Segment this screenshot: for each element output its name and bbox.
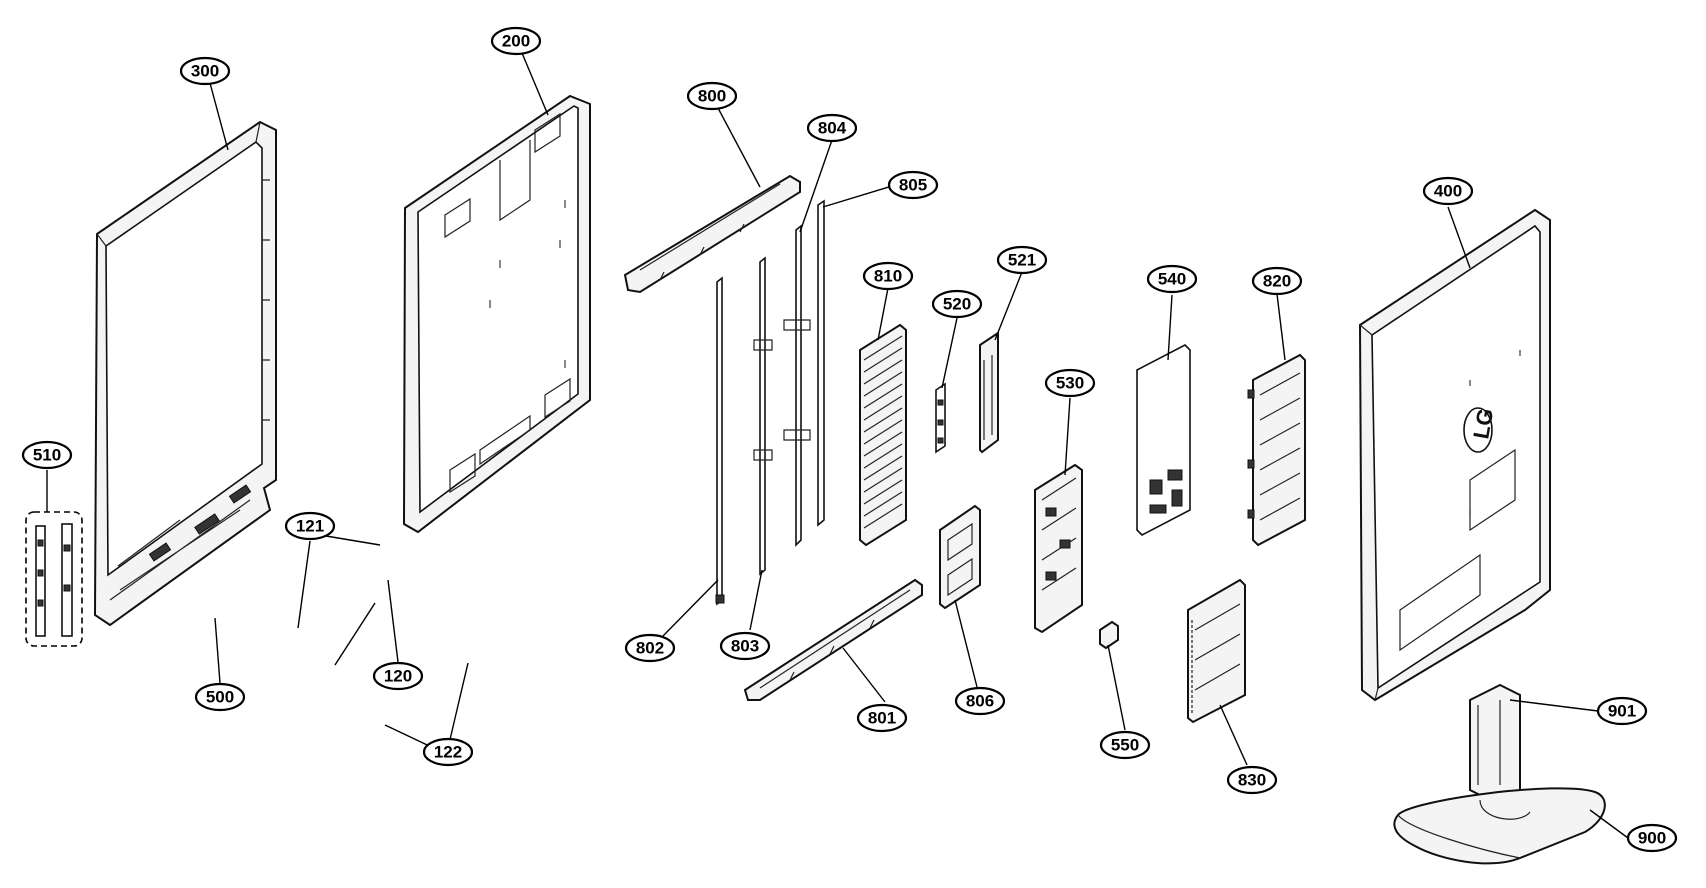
- svg-text:120: 120: [384, 667, 412, 686]
- callout-122: 122: [422, 737, 474, 767]
- part-900-stand-base: [1393, 787, 1606, 865]
- svg-text:530: 530: [1056, 374, 1084, 393]
- part-803-strip: [753, 256, 773, 576]
- callout-510: 510: [21, 440, 73, 470]
- svg-text:802: 802: [636, 639, 664, 658]
- callout-800: 800: [686, 81, 738, 111]
- callout-500: 500: [194, 682, 246, 712]
- svg-text:540: 540: [1158, 270, 1186, 289]
- svg-text:550: 550: [1111, 736, 1139, 755]
- svg-text:800: 800: [698, 87, 726, 106]
- svg-text:200: 200: [502, 32, 530, 51]
- callout-521: 521: [996, 245, 1048, 275]
- part-801-bottom-bracket: [743, 578, 923, 701]
- svg-text:122: 122: [434, 743, 462, 762]
- callout-810: 810: [862, 261, 914, 291]
- callout-820: 820: [1251, 266, 1303, 296]
- svg-text:820: 820: [1263, 272, 1291, 291]
- callout-530: 530: [1044, 368, 1096, 398]
- callout-200: 200: [490, 26, 542, 56]
- leader-lines: [46, 52, 1629, 839]
- part-530-main-board: [1034, 463, 1083, 634]
- svg-text:803: 803: [731, 637, 759, 656]
- svg-text:520: 520: [943, 295, 971, 314]
- part-820-shield: [1247, 353, 1306, 547]
- callout-901: 901: [1596, 696, 1648, 726]
- part-510-side-keys: [25, 511, 83, 647]
- part-830-cover: [1187, 578, 1246, 724]
- part-400-rear-cover: LG: [1358, 208, 1551, 702]
- part-300-front-bezel: [93, 120, 277, 627]
- callout-520: 520: [931, 289, 983, 319]
- part-802-strip: [715, 276, 725, 606]
- svg-text:300: 300: [191, 62, 219, 81]
- svg-text:500: 500: [206, 688, 234, 707]
- callout-803: 803: [719, 631, 771, 661]
- callout-400: 400: [1422, 176, 1474, 206]
- svg-text:901: 901: [1608, 702, 1636, 721]
- part-810-heatsink: [859, 323, 907, 547]
- svg-text:510: 510: [33, 446, 61, 465]
- callout-802: 802: [624, 633, 676, 663]
- svg-text:830: 830: [1238, 771, 1266, 790]
- callout-804: 804: [806, 113, 858, 143]
- callout-805: 805: [887, 170, 939, 200]
- svg-text:801: 801: [868, 709, 896, 728]
- part-804-strip: [783, 224, 811, 547]
- part-200-rear-chassis: [402, 94, 591, 534]
- lg-logo: LG: [1468, 406, 1498, 440]
- part-806-bracket: [939, 504, 981, 610]
- callout-830: 830: [1226, 765, 1278, 795]
- svg-text:804: 804: [818, 119, 847, 138]
- svg-text:521: 521: [1008, 251, 1036, 270]
- part-520-board: [935, 382, 946, 454]
- svg-text:121: 121: [296, 517, 324, 536]
- callout-801: 801: [856, 703, 908, 733]
- svg-text:900: 900: [1638, 829, 1666, 848]
- callout-120: 120: [372, 661, 424, 691]
- part-521-board: [979, 331, 999, 454]
- svg-text:810: 810: [874, 267, 902, 286]
- callout-121: 121: [284, 511, 336, 541]
- callout-806: 806: [954, 686, 1006, 716]
- part-540-power-board: [1136, 344, 1191, 536]
- callout-900: 900: [1626, 823, 1678, 853]
- part-550-connector: [1099, 620, 1119, 650]
- part-805-strip: [817, 199, 825, 527]
- svg-text:400: 400: [1434, 182, 1462, 201]
- callout-550: 550: [1099, 730, 1151, 760]
- part-901-stand-neck: [1469, 683, 1521, 802]
- part-800-top-bracket: [623, 174, 801, 294]
- svg-text:806: 806: [966, 692, 994, 711]
- callout-300: 300: [179, 56, 231, 86]
- svg-text:805: 805: [899, 176, 927, 195]
- callout-540: 540: [1146, 264, 1198, 294]
